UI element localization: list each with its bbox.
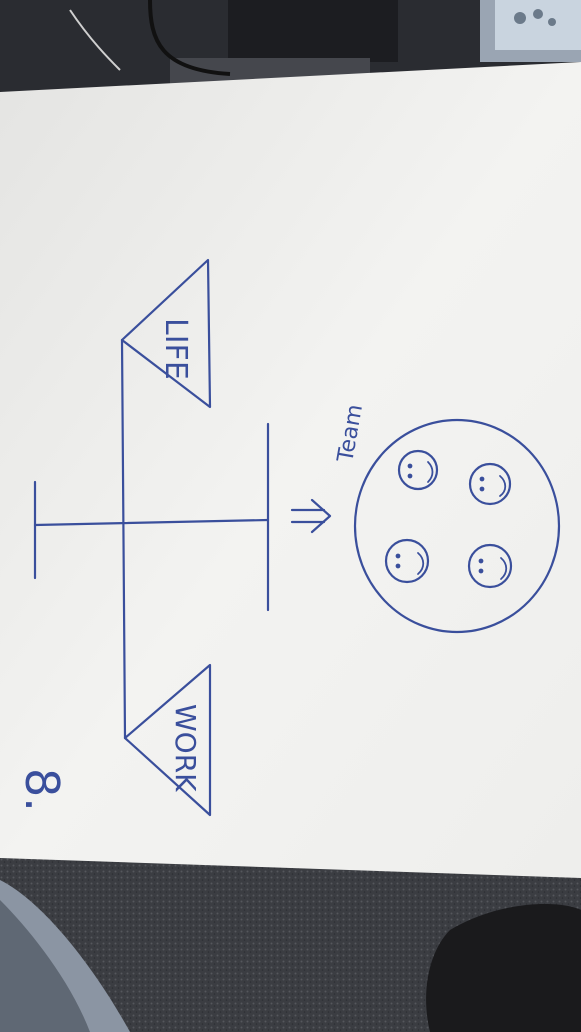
team-circle <box>353 418 561 634</box>
sketch <box>33 258 561 817</box>
smiley-icon <box>468 462 512 506</box>
pan-work-label: WORK <box>169 704 202 792</box>
pan-life <box>120 258 212 409</box>
smiley-icon <box>384 538 430 584</box>
pan-work <box>123 663 212 817</box>
scale-stand <box>33 518 270 527</box>
implies-arrow-icon <box>290 498 332 534</box>
scale-beam <box>120 338 127 740</box>
smiley-icon <box>397 449 439 491</box>
paper-sheet <box>0 62 581 878</box>
page-number: 8. <box>15 768 69 812</box>
pan-life-label: LIFE <box>158 318 193 380</box>
smiley-icon <box>467 543 513 589</box>
shoe <box>426 904 581 1032</box>
monitor <box>228 0 398 62</box>
